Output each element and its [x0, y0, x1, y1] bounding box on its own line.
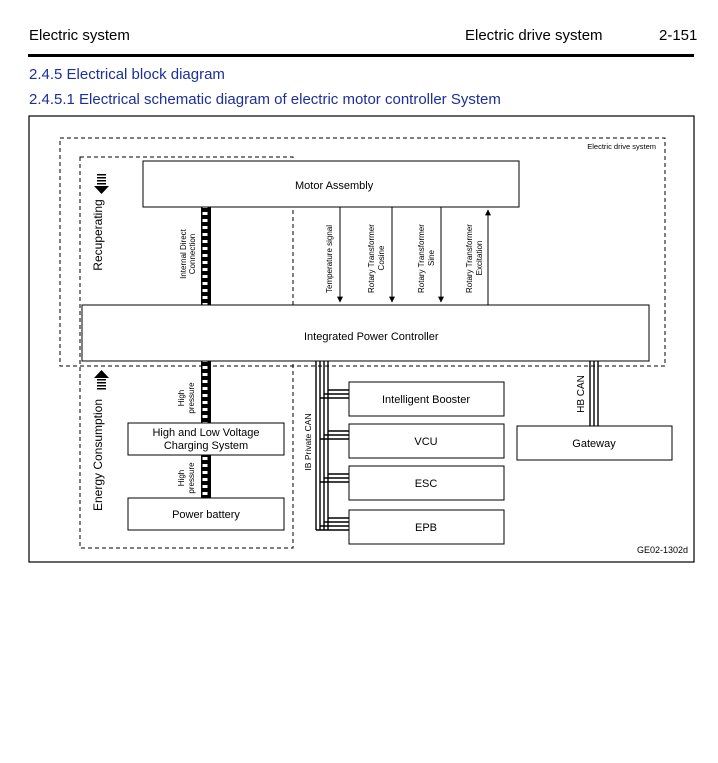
internal-direct-connection — [201, 207, 211, 305]
recuperating-arrow-icon — [94, 174, 109, 194]
rotary-excitation-label-2: Excitation — [475, 241, 484, 276]
internal-connection-label-2: Connection — [188, 234, 197, 274]
electric-drive-region — [59, 137, 666, 367]
rotary-cosine-label-2: Cosine — [377, 245, 386, 270]
high-pressure-bottom-label-2: pressure — [187, 462, 196, 494]
vcu-box — [348, 423, 505, 459]
rotary-cosine-label-1: Rotary Transformer — [367, 224, 376, 293]
rotary-sine-label-1: Rotary Transformer — [417, 224, 426, 293]
esc-box — [348, 465, 505, 501]
internal-connection-label-1: Internal Direct — [179, 228, 188, 279]
section-heading: 2.4.5 Electrical block diagram — [29, 66, 225, 83]
power-battery-box — [127, 497, 285, 531]
rotary-sine-label-2: Sine — [427, 249, 436, 266]
power-battery-label: Power battery — [172, 509, 240, 521]
esc-label: ESC — [415, 478, 438, 490]
high-pressure-bottom-label-1: High — [177, 470, 186, 486]
motor-assembly-box — [142, 160, 520, 208]
hb-can-bus — [589, 361, 599, 426]
ipc-box — [81, 304, 650, 362]
recuperating-label: Recuperating — [91, 199, 105, 270]
vcu-label: VCU — [414, 436, 437, 448]
charging-system-box — [127, 422, 285, 456]
epb-label: EPB — [415, 522, 437, 534]
charging-label-line1: High and Low Voltage — [152, 427, 259, 439]
intelligent-booster-box — [348, 381, 505, 417]
energy-consumption-arrow-icon — [94, 370, 109, 390]
signal-arrows — [337, 207, 491, 305]
ipc-label: Integrated Power Controller — [304, 331, 439, 343]
header-rule — [28, 54, 694, 57]
motor-assembly-label: Motor Assembly — [295, 180, 374, 192]
ib-can-label: IB Private CAN — [303, 413, 313, 470]
header-section: Electric drive system — [465, 27, 603, 44]
subsection-heading: 2.4.5.1 Electrical schematic diagram of … — [29, 91, 501, 108]
rotary-excitation-label-1: Rotary Transformer — [465, 224, 474, 293]
intelligent-booster-label: Intelligent Booster — [382, 394, 470, 406]
temperature-signal-label: Temperature signal — [325, 225, 334, 293]
high-pressure-connector-bottom — [201, 455, 211, 498]
epb-box — [348, 509, 505, 545]
page-number: 2-151 — [659, 27, 698, 44]
ib-private-can-bus — [315, 361, 349, 531]
header-chapter: Electric system — [29, 27, 130, 44]
region-label: Electric drive system — [587, 142, 656, 151]
charging-label-line2: Charging System — [164, 440, 248, 452]
gateway-box — [516, 425, 673, 461]
figure-frame — [28, 115, 695, 563]
high-pressure-top-label-2: pressure — [187, 382, 196, 414]
hb-can-label: HB CAN — [576, 375, 587, 413]
gateway-label: Gateway — [572, 438, 616, 450]
high-pressure-top-label-1: High — [177, 390, 186, 406]
energy-consumption-label: Energy Consumption — [91, 399, 105, 511]
figure-id: GE02-1302d — [637, 545, 688, 555]
high-pressure-connector-top — [201, 361, 211, 423]
